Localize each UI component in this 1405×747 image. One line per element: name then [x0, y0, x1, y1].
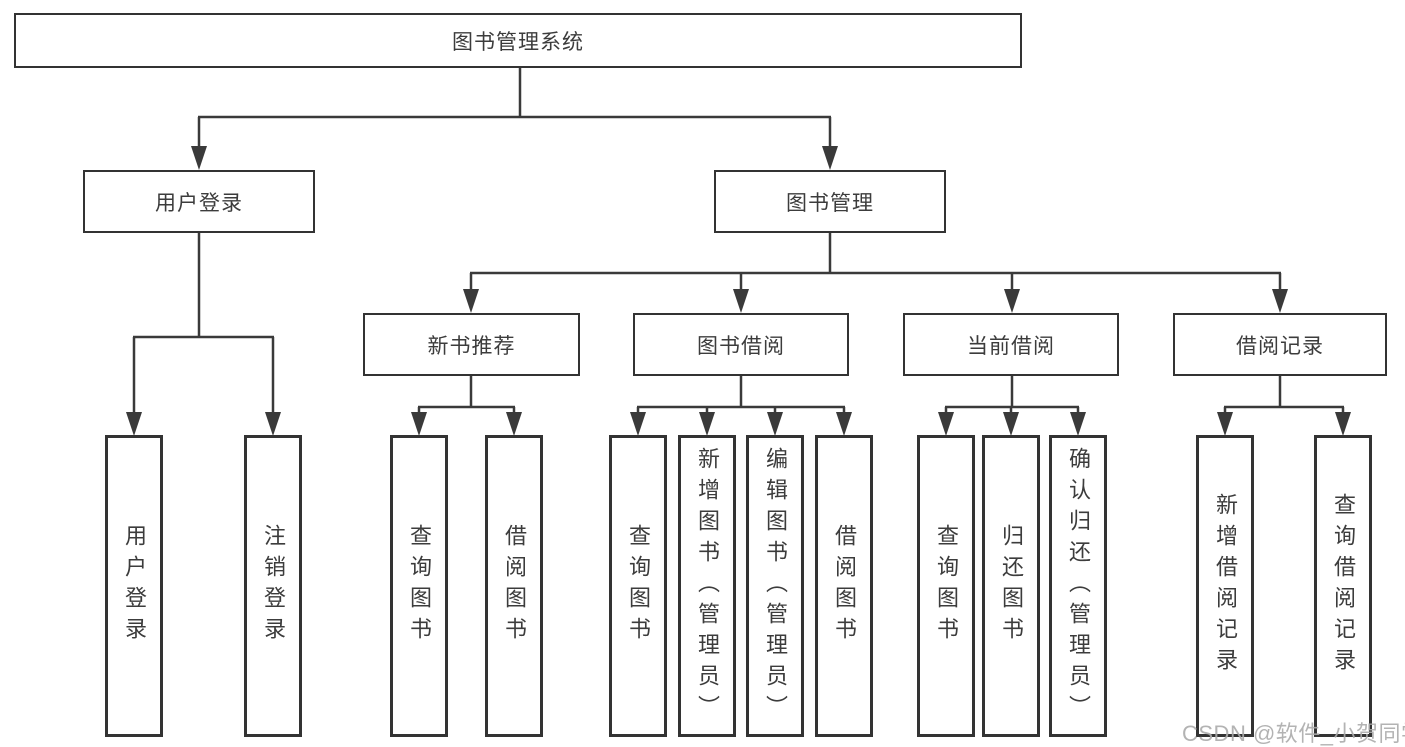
node-book-borrow-label: 图书借阅 [697, 334, 785, 358]
node-book-management: 图书管理 [714, 170, 946, 233]
leaf-query-books-3: 查询图书 [917, 435, 975, 737]
node-user-login: 用户登录 [83, 170, 315, 233]
leaf-add-book-admin: 新增图书（管理员） [678, 435, 736, 737]
leaf-query-books-2: 查询图书 [609, 435, 667, 737]
node-current-borrow: 当前借阅 [903, 313, 1119, 376]
leaf-borrow-books-2-label: 借阅图书 [832, 524, 857, 648]
leaf-user-login: 用户登录 [105, 435, 163, 737]
leaf-borrow-books-1-label: 借阅图书 [502, 524, 527, 648]
node-current-borrow-label: 当前借阅 [967, 334, 1055, 358]
leaf-return-book-label: 归还图书 [999, 524, 1024, 648]
leaf-return-book: 归还图书 [982, 435, 1040, 737]
arrowhead-icons [126, 146, 1351, 436]
leaf-query-borrow-record-label: 查询借阅记录 [1331, 493, 1356, 679]
leaf-add-borrow-record-label: 新增借阅记录 [1213, 493, 1238, 679]
node-borrow-records-label: 借阅记录 [1236, 334, 1324, 358]
leaf-edit-book-admin-label: 编辑图书（管理员） [763, 446, 788, 726]
node-new-book-recommend: 新书推荐 [363, 313, 580, 376]
leaf-edit-book-admin: 编辑图书（管理员） [746, 435, 804, 737]
leaf-query-books-2-label: 查询图书 [626, 524, 651, 648]
node-root-label: 图书管理系统 [452, 30, 584, 54]
leaf-query-books-3-label: 查询图书 [934, 524, 959, 648]
leaf-add-book-admin-label: 新增图书（管理员） [695, 446, 720, 726]
csdn-watermark: CSDN @软件_小贺同学 [1182, 721, 1405, 746]
node-root: 图书管理系统 [14, 13, 1022, 68]
leaf-query-books-1-label: 查询图书 [407, 524, 432, 648]
node-user-login-label: 用户登录 [155, 191, 243, 215]
node-book-borrow: 图书借阅 [633, 313, 849, 376]
node-borrow-records: 借阅记录 [1173, 313, 1387, 376]
leaf-add-borrow-record: 新增借阅记录 [1196, 435, 1254, 737]
leaf-logout-label: 注销登录 [261, 524, 286, 648]
leaf-borrow-books-2: 借阅图书 [815, 435, 873, 737]
leaf-confirm-return-admin: 确认归还（管理员） [1049, 435, 1107, 737]
leaf-borrow-books-1: 借阅图书 [485, 435, 543, 737]
node-book-management-label: 图书管理 [786, 191, 874, 215]
leaf-logout: 注销登录 [244, 435, 302, 737]
node-new-book-recommend-label: 新书推荐 [427, 334, 516, 358]
leaf-user-login-label: 用户登录 [122, 524, 147, 648]
leaf-confirm-return-admin-label: 确认归还（管理员） [1066, 446, 1091, 726]
leaf-query-books-1: 查询图书 [390, 435, 448, 737]
leaf-query-borrow-record: 查询借阅记录 [1314, 435, 1372, 737]
